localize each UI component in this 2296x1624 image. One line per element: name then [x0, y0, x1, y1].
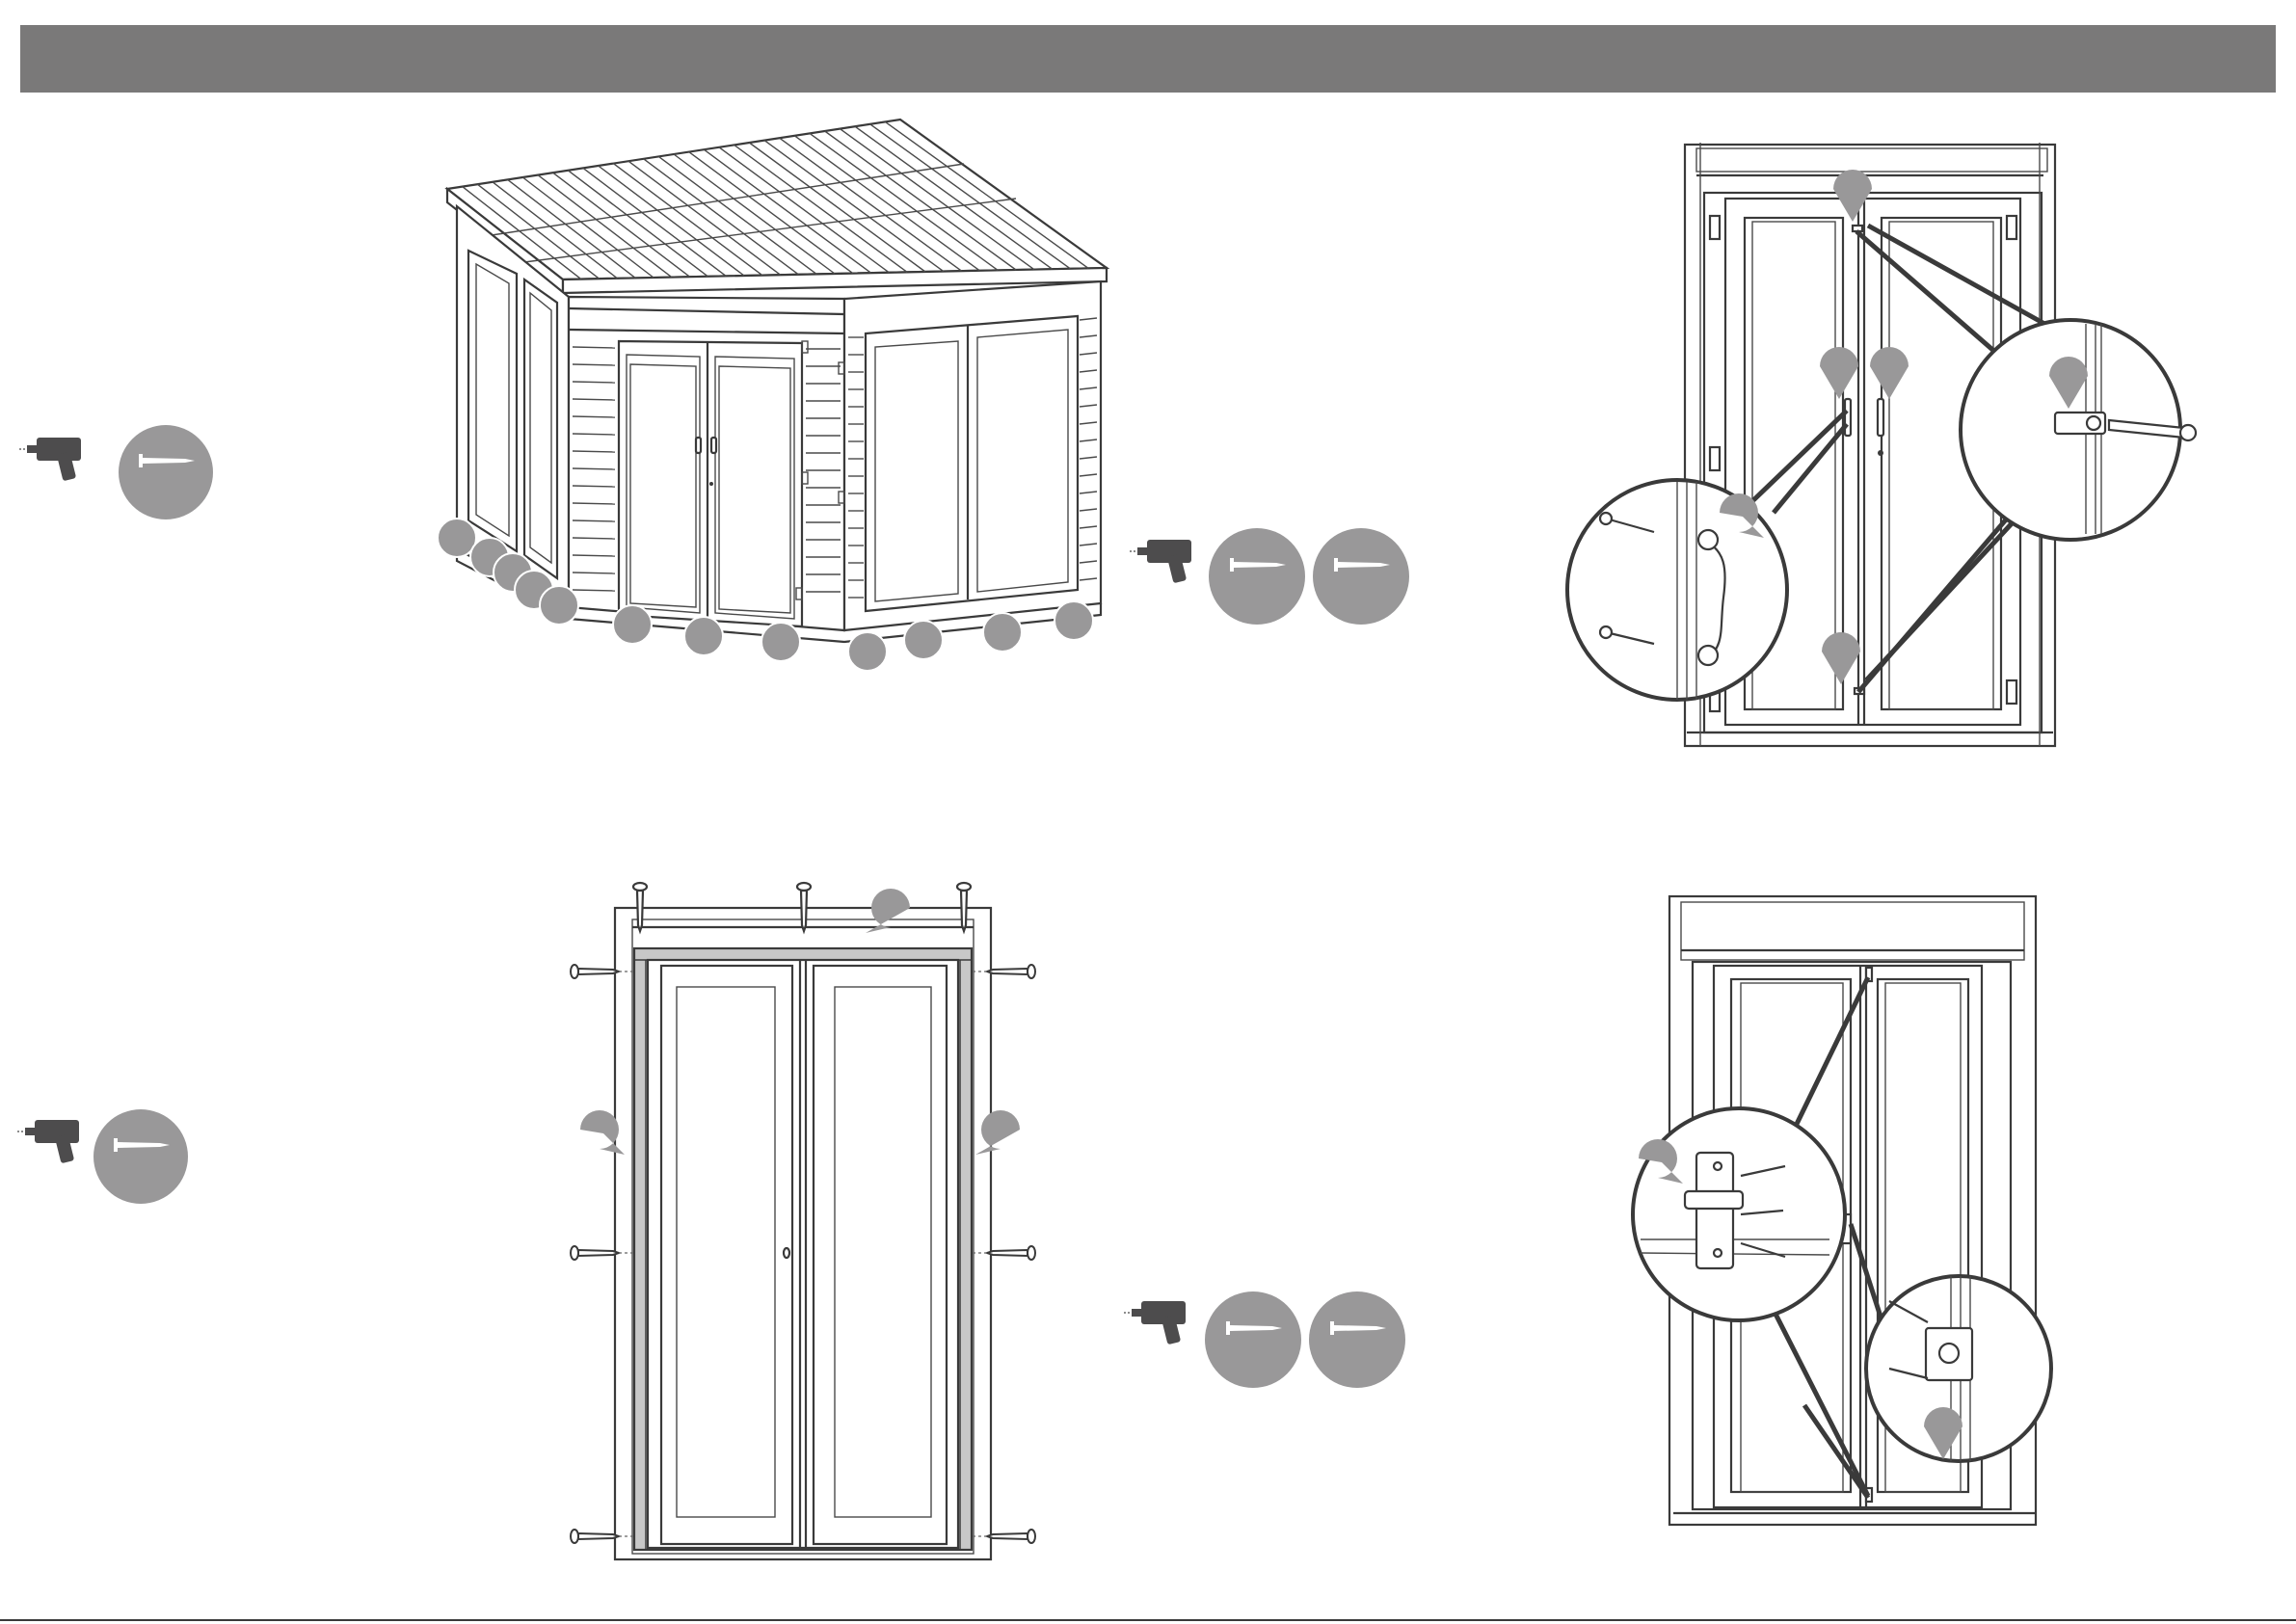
screw-badge: [93, 1109, 188, 1204]
step1-tools: [23, 424, 226, 530]
door-frame-svg: [555, 867, 1056, 1581]
step1b-tools: [1134, 526, 1423, 632]
step4-tools: [1128, 1288, 1417, 1394]
screw-icon: [972, 1246, 1035, 1260]
header-bar: [20, 25, 2276, 93]
door-hardware-svg: [1562, 135, 2217, 752]
screw-icon: [972, 1530, 1035, 1543]
power-drill-icon: [1124, 1301, 1186, 1344]
part-number-circle-icon: [761, 623, 800, 661]
screw-badge: [1209, 528, 1305, 625]
detail-magnifier-circle: [1961, 320, 2196, 540]
screw-badge: [1205, 1291, 1301, 1388]
part-number-circle-icon: [848, 632, 887, 671]
detail-magnifier-circle: [1633, 1108, 1845, 1320]
door-frame-illustration: [555, 867, 1056, 1581]
bottom-rule: [0, 1619, 2296, 1621]
door-lock-svg: [1600, 887, 2082, 1532]
step4-tool-group: [1128, 1288, 1417, 1394]
part-number-circle-icon: [1055, 601, 1093, 640]
detail-magnifier-circle: [1866, 1276, 2051, 1461]
callout-pointer-icon: [975, 1110, 1020, 1155]
screw-badge: [119, 425, 213, 519]
power-drill-icon: [19, 438, 81, 481]
power-drill-icon: [1130, 540, 1191, 583]
screw-badge: [1309, 1291, 1405, 1388]
step3-tools: [21, 1106, 224, 1212]
door-hardware-illustration: [1562, 135, 2217, 752]
screw-icon: [571, 1246, 634, 1260]
part-number-circle-icon: [904, 621, 943, 659]
screw-badge: [1313, 528, 1409, 625]
summerhouse-svg: [424, 106, 1128, 684]
step1-tool-group: [23, 424, 226, 530]
part-number-circle-icon: [684, 617, 723, 655]
step1b-tool-group: [1134, 526, 1423, 632]
part-number-circle-icon: [983, 613, 1022, 652]
power-drill-icon: [17, 1120, 79, 1163]
door-lock-illustration: [1600, 887, 2082, 1532]
summerhouse-illustration: [424, 106, 1128, 684]
roof: [447, 120, 1107, 293]
part-number-circle-icon: [540, 586, 578, 625]
screw-icon: [571, 1530, 634, 1543]
part-number-circle-icon: [613, 605, 652, 644]
step3-tool-group: [21, 1106, 224, 1212]
screw-icon: [571, 965, 634, 978]
front-centre: [569, 297, 844, 630]
screw-icon: [972, 965, 1035, 978]
callout-pointer-icon: [580, 1110, 625, 1155]
